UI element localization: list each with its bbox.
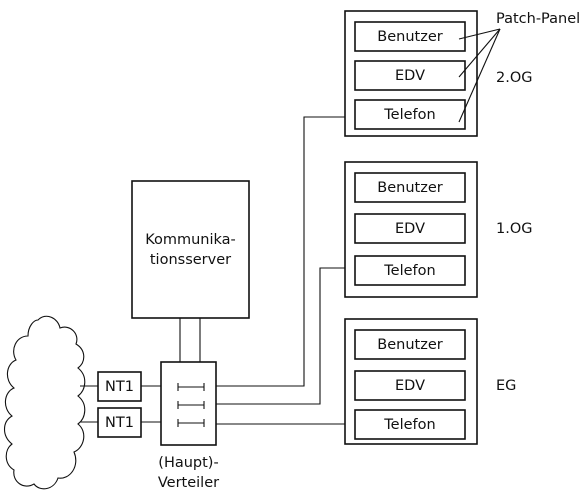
patch-panel-telefon (354, 99, 466, 130)
distributor-label-line2: Verteiler (158, 475, 219, 491)
patch-panel-label: Benutzer (377, 337, 442, 353)
patch-panel-callout-lines (458, 28, 501, 123)
communication-server (131, 180, 250, 319)
ntu-label: NT1 (105, 415, 134, 431)
patch-panel-edv (354, 370, 466, 401)
patch-panel-label: Telefon (383, 107, 435, 123)
cable-1og (216, 267, 345, 405)
patch-panel-label: EDV (395, 378, 425, 394)
patch-panel-edv (354, 213, 466, 244)
patch-panel-benutzer (354, 172, 466, 203)
patch-panel-label: Telefon (383, 263, 435, 279)
patch-panel-telefon (354, 409, 466, 440)
server-label-line2: tionsserver (150, 252, 231, 268)
floor-label-eg: EG (496, 378, 516, 394)
cable-2og (216, 116, 345, 387)
main-distributor (160, 361, 217, 446)
patch-panel-callout-label: Patch-Panel (496, 11, 580, 27)
server-label-line1: Kommunika- (145, 232, 236, 248)
distributor-ports (177, 383, 205, 427)
floor-label-2og: 2.OG (496, 70, 532, 86)
distributor-label-line1: (Haupt)- (158, 455, 218, 471)
patch-panel-label: Benutzer (377, 180, 442, 196)
patch-panel-label: EDV (395, 221, 425, 237)
patch-panel-label: Telefon (383, 417, 435, 433)
ntu-label: NT1 (105, 379, 134, 395)
ntu-box (97, 407, 142, 438)
network-cloud (3, 315, 86, 490)
patch-panel-label: EDV (395, 68, 425, 84)
patch-panel-benutzer (354, 329, 466, 360)
patch-panel-benutzer (354, 21, 466, 52)
patch-panel-edv (354, 60, 466, 91)
patch-panel-telefon (354, 255, 466, 286)
floor-label-1og: 1.OG (496, 221, 532, 237)
patch-panel-label: Benutzer (377, 29, 442, 45)
ntu-box (97, 371, 142, 402)
